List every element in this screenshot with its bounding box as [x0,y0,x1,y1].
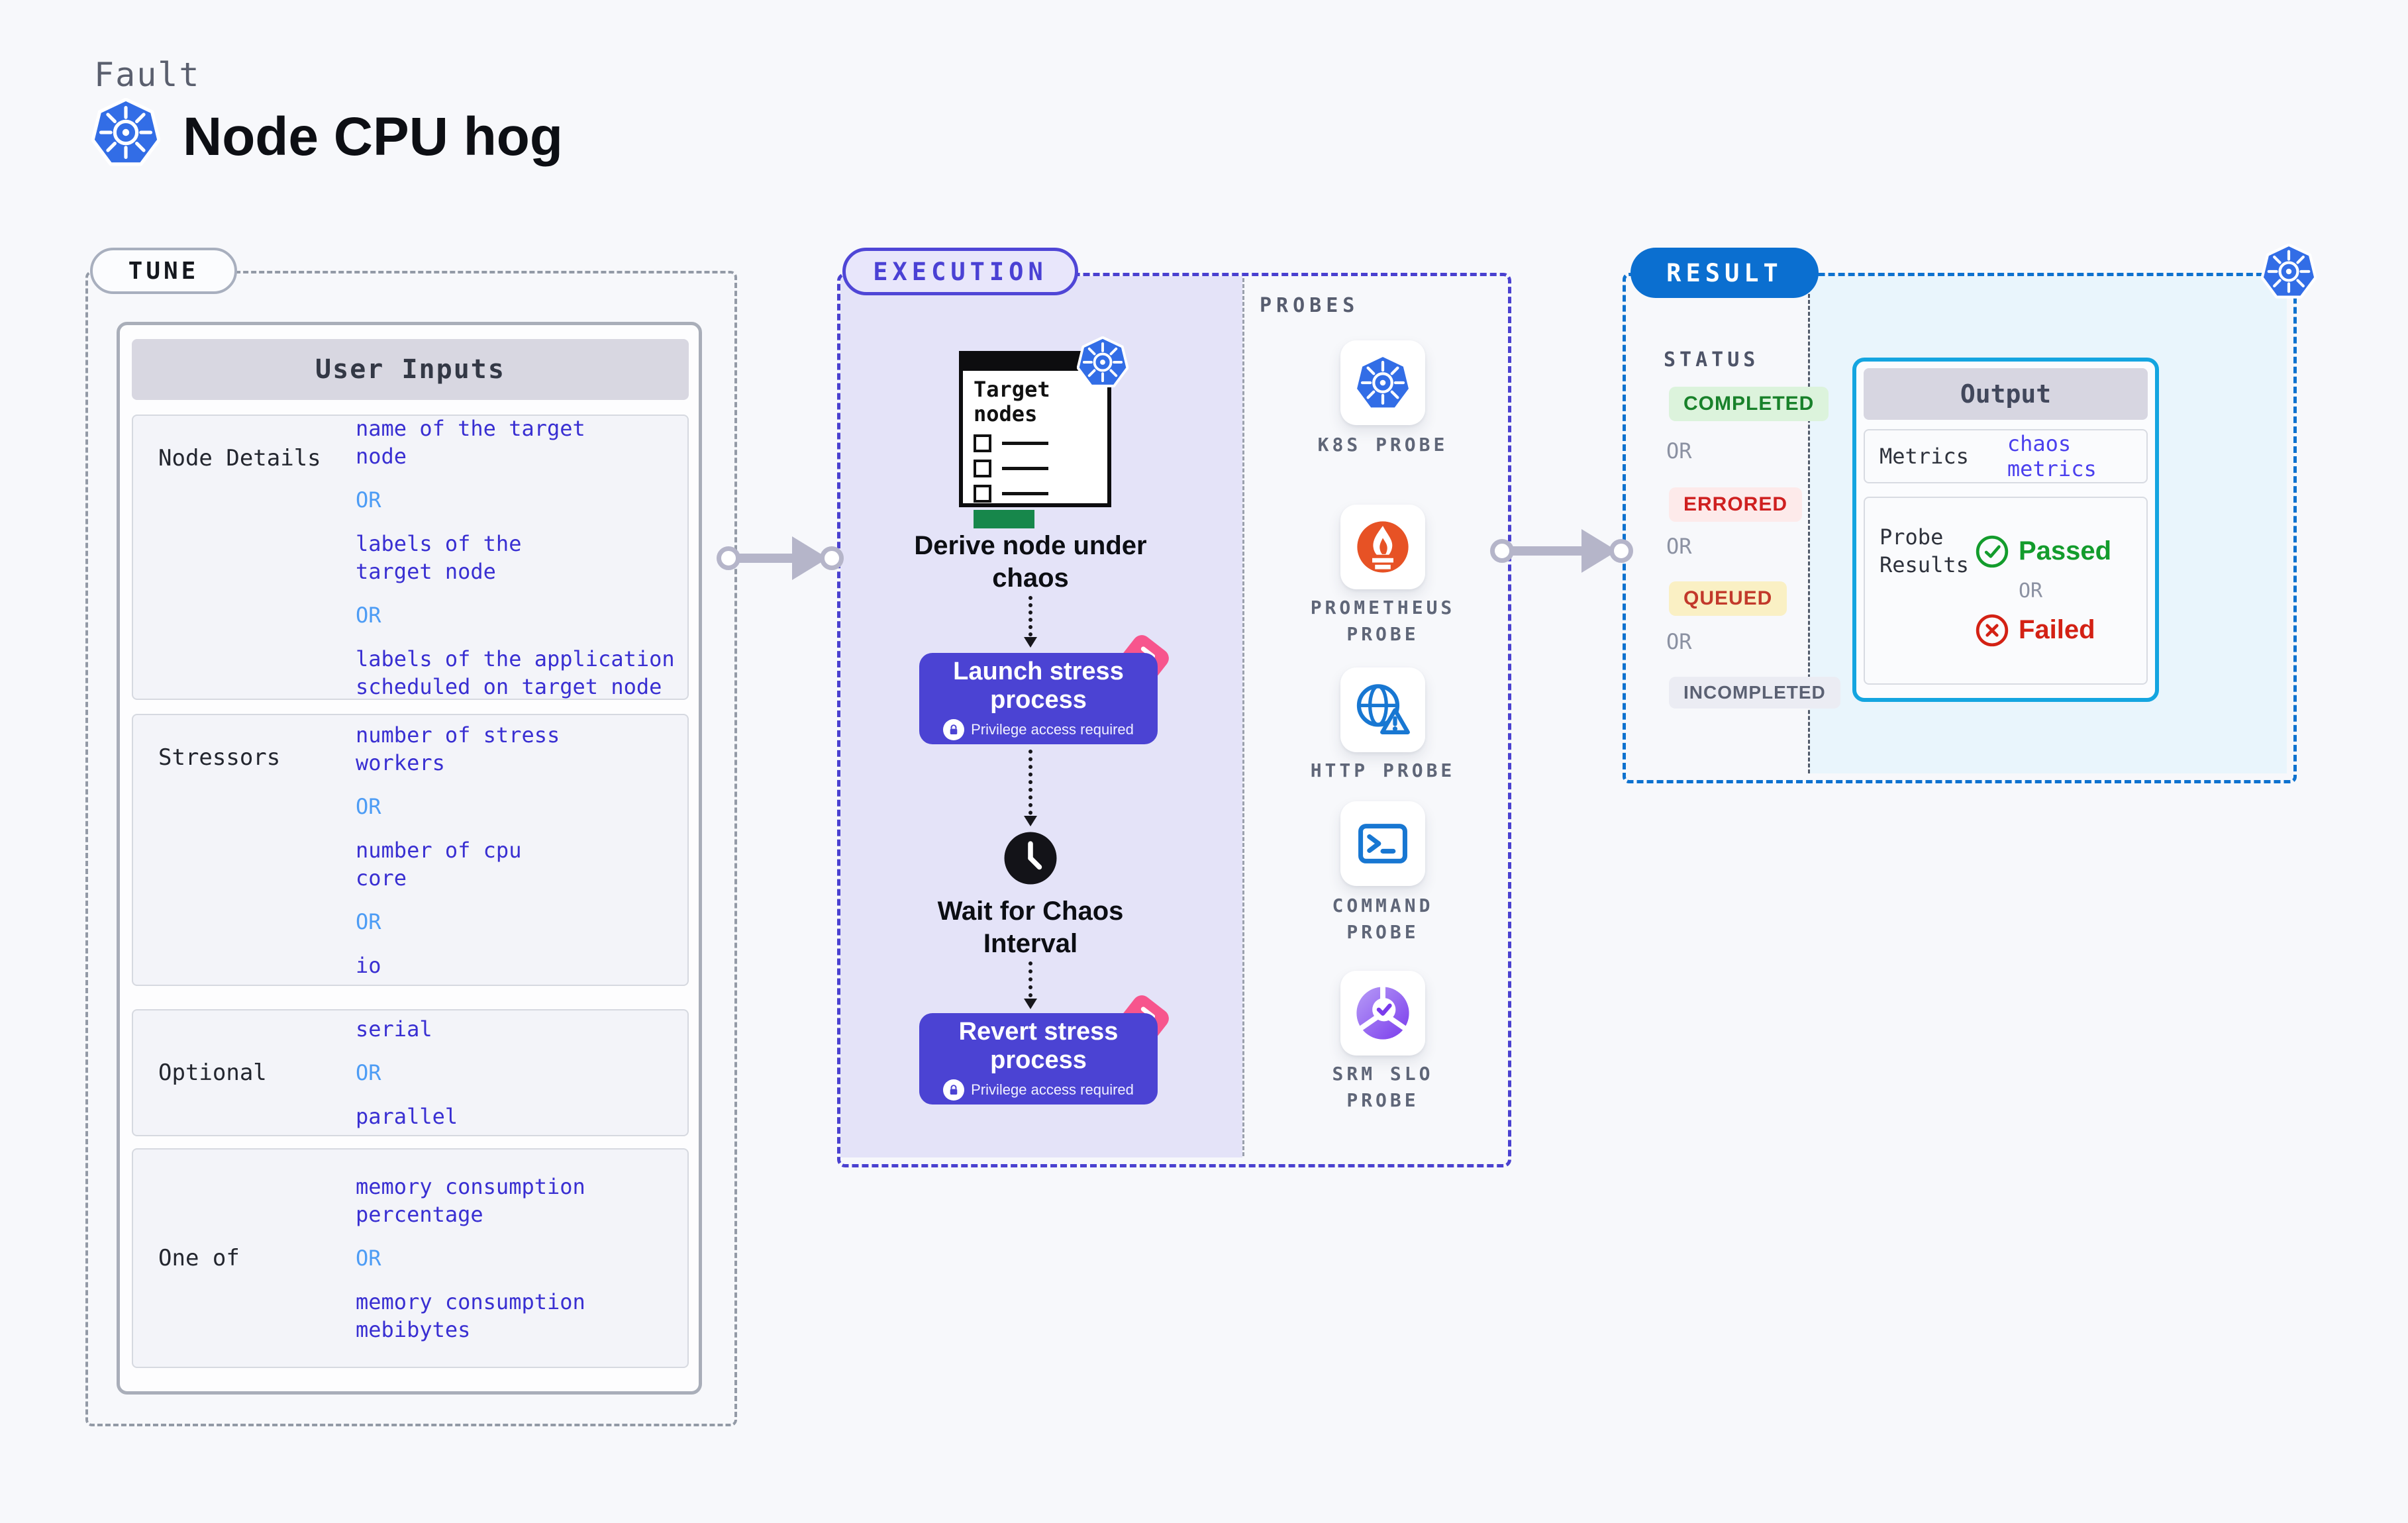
passed-label: Passed [2019,536,2112,565]
row-label: Node Details [158,445,321,471]
metrics-value: chaos metrics [2007,431,2097,481]
kubernetes-icon [91,98,160,170]
failed-label: Failed [2019,615,2095,644]
result-badge: RESULT [1630,248,1819,298]
input-option: number of cpu core [356,837,522,891]
or-separator: OR [356,793,381,819]
x-circle-icon [1975,613,2009,648]
srm-slo-probe-card [1340,971,1425,1056]
probes-title: PROBES [1260,294,1360,317]
table-row: Node Details name of the target node OR … [132,415,689,700]
tune-panel [85,271,737,1426]
clock-icon [1003,830,1058,889]
row-values: serial OR parallel [356,1010,687,1135]
or-separator: OR [356,909,381,934]
privilege-note: Privilege access required [971,1081,1134,1098]
probe-results-label: Probe Results [1880,524,1969,577]
k8s-probe-card [1340,340,1425,425]
input-option: memory consumption mebibytes [356,1289,585,1342]
row-values: number of stress workers OR number of cp… [356,715,687,985]
status-badge-completed: COMPLETED [1669,387,1829,421]
probe-results-row: Probe Results Passed OR Failed [1864,497,2148,685]
input-option: parallel [356,1104,458,1129]
down-arrow-icon [1024,961,1037,1009]
or-separator: OR [1666,629,1692,654]
step-title: Launch stress process [953,657,1124,714]
kubernetes-icon [2261,244,2317,302]
slo-gauge-check-icon [1354,984,1412,1042]
probe-label: SRM SLO PROBE [1332,1063,1434,1111]
http-probe-card [1340,667,1425,752]
input-option: labels of the target node [356,530,522,584]
checkbox-icon [974,485,991,503]
or-separator: OR [356,602,381,628]
page-title: Node CPU hog [183,107,563,167]
row-label: Optional [158,1059,267,1086]
status-title: STATUS [1664,348,1760,371]
or-separator: OR [356,1060,381,1085]
row-label: One of [158,1245,240,1271]
prometheus-probe-card [1340,505,1425,589]
input-option: serial [356,1016,432,1042]
target-nodes-title: Target nodes [974,377,1050,426]
down-arrow-icon [1024,750,1037,826]
down-arrow-icon [1024,596,1037,648]
command-probe-card [1340,801,1425,886]
execution-badge: EXECUTION [842,248,1078,295]
or-separator: OR [356,487,381,513]
status-badge-errored: ERRORED [1669,487,1803,522]
status-badge-incompleted: INCOMPLETED [1669,677,1840,709]
tune-badge: TUNE [90,248,237,294]
lock-icon [943,1079,965,1101]
lock-icon [943,718,965,740]
privilege-note: Privilege access required [971,720,1134,738]
globe-warning-icon [1354,682,1412,738]
node-list-item [974,434,1097,452]
launch-stress-process-step: Launch stress process Privilege access r… [919,653,1158,744]
metrics-label: Metrics [1880,444,1969,469]
table-row: Optional serial OR parallel [132,1009,689,1136]
status-divider [1808,276,1810,773]
metrics-row: Metrics chaos metrics [1864,429,2148,483]
or-separator: OR [2019,579,2043,603]
prometheus-icon [1357,521,1409,573]
terminal-icon [1354,814,1412,873]
step-title: Revert stress process [958,1017,1119,1074]
user-inputs-title: User Inputs [132,339,689,400]
or-separator: OR [1666,534,1692,559]
checkbox-icon [974,460,991,477]
output-title: Output [1864,368,2148,420]
node-list-item [974,485,1097,503]
row-values: memory consumption percentage OR memory … [356,1150,687,1367]
checkbox-icon [974,434,991,452]
or-separator: OR [1666,438,1692,464]
or-separator: OR [356,1246,381,1271]
row-values: name of the target node OR labels of the… [356,416,687,699]
probe-label: K8S PROBE [1317,434,1448,456]
input-option: io [356,952,381,978]
revert-stress-process-step: Revert stress process Privilege access r… [919,1013,1158,1105]
wait-interval-label: Wait for Chaos Interval [937,897,1124,958]
probes-divider [1242,278,1244,1156]
row-label: Stressors [158,744,281,771]
result-panel [1623,273,2297,783]
derive-node-label: Derive node under chaos [914,531,1147,593]
fault-kicker: Fault [94,56,201,94]
progress-bar [974,510,1034,528]
kubernetes-icon [1076,336,1129,391]
probe-label: HTTP PROBE [1310,760,1456,781]
input-option: memory consumption percentage [356,1174,585,1227]
node-list-item [974,460,1097,477]
table-row: One of memory consumption percentage OR … [132,1148,689,1368]
execution-panel [837,273,1511,1167]
check-circle-icon [1975,534,2009,569]
status-badge-queued: QUEUED [1669,581,1787,616]
probe-label: COMMAND PROBE [1332,895,1434,943]
input-option: number of stress workers [356,722,560,775]
probe-label: PROMETHEUS PROBE [1310,597,1456,645]
table-row: Stressors number of stress workers OR nu… [132,714,689,986]
kubernetes-icon [1354,354,1411,411]
input-option: name of the target node [356,415,585,469]
input-option: labels of the application scheduled on t… [356,646,675,699]
